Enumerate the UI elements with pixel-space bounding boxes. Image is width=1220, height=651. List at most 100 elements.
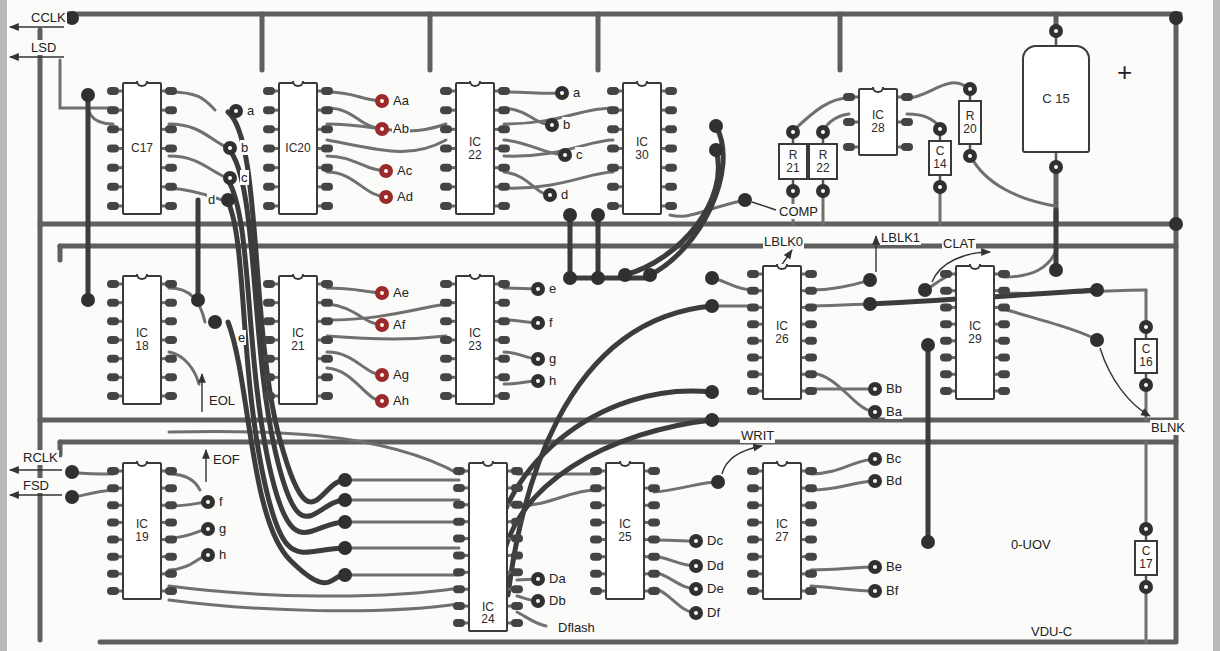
lead-pad <box>816 125 830 139</box>
track <box>811 373 876 412</box>
pin1-notch <box>469 274 481 280</box>
drill-hole <box>384 195 388 199</box>
track <box>327 140 446 152</box>
ic-pin-pad <box>107 87 119 95</box>
signal-arrow <box>10 494 62 495</box>
ic-pin-pad <box>165 336 177 344</box>
signal-name: h <box>218 547 227 562</box>
ic-pin-pad <box>648 518 660 526</box>
ic-pin-pad <box>453 501 465 509</box>
ic-pin-pad <box>511 501 523 509</box>
ic-pin-pad <box>747 570 759 578</box>
pad <box>563 271 577 285</box>
edge-strip <box>1213 0 1220 651</box>
pad <box>738 193 752 207</box>
pad <box>705 413 719 427</box>
ic-pin-pad <box>107 484 119 492</box>
test-pad <box>868 560 882 574</box>
signal-name: b <box>562 117 571 132</box>
pin1-notch <box>292 81 304 87</box>
test-pad <box>689 534 703 548</box>
ic-pin-pad <box>511 568 523 576</box>
pad <box>1169 217 1183 231</box>
signal-name: f <box>218 494 224 509</box>
ic-pin-pad <box>321 202 333 210</box>
track <box>169 92 215 110</box>
rail <box>260 14 265 70</box>
ic-pin-pad <box>805 536 817 544</box>
track <box>811 459 876 474</box>
ic-pin-pad <box>590 501 602 509</box>
track <box>169 600 459 611</box>
signal-name: Bb <box>885 381 903 396</box>
electrolytic-capacitor: C 15 <box>1022 45 1090 153</box>
pad <box>921 338 935 352</box>
drill-hole <box>873 387 877 391</box>
ic-pin-pad <box>165 570 177 578</box>
capacitor-body: C 17 <box>1134 540 1158 576</box>
ic-pin-pad <box>747 370 759 378</box>
pad <box>918 283 932 297</box>
track <box>504 172 613 188</box>
signal-name: LBLK1 <box>880 230 921 245</box>
test-pad <box>868 382 882 396</box>
ic-pin-pad <box>805 467 817 475</box>
drill-hole <box>694 611 698 615</box>
ic-pin-pad <box>165 518 177 526</box>
signal-arrow <box>10 56 64 57</box>
ic-pin-pad <box>665 202 677 210</box>
ic-pin-pad <box>511 619 523 627</box>
test-pad <box>375 286 389 300</box>
track <box>169 586 459 596</box>
part-label: C 16 <box>1139 343 1152 368</box>
test-pad <box>375 122 389 136</box>
drill-hole <box>873 479 877 483</box>
lead-pad <box>963 149 977 163</box>
ic-pin-pad <box>805 354 817 362</box>
track <box>1004 309 1097 340</box>
ic-pin-pad <box>165 87 177 95</box>
pin1-notch <box>136 274 148 280</box>
drill-hole <box>1144 585 1148 589</box>
ic-pin-pad <box>747 387 759 395</box>
part-label: C 14 <box>933 145 946 170</box>
ic-pin-pad <box>165 183 177 191</box>
ic-pin-pad <box>607 202 619 210</box>
signal-name: Ac <box>396 163 413 178</box>
ic-pin-pad <box>607 87 619 95</box>
ic-pin-pad <box>321 87 333 95</box>
signal-name: c <box>575 147 584 162</box>
drill-hole <box>873 565 877 569</box>
ic-pin-pad <box>107 355 119 363</box>
ic-pin-pad <box>648 570 660 578</box>
ic-pin-pad <box>940 337 952 345</box>
signal-name: h <box>548 373 557 388</box>
ic-pin-pad <box>940 320 952 328</box>
signal-name: f <box>548 315 554 330</box>
signal-name: Df <box>706 605 721 620</box>
ic-pin-pad <box>440 87 452 95</box>
lead-pad <box>786 125 800 139</box>
test-pad <box>223 171 237 185</box>
ic-pin-pad <box>498 373 510 381</box>
pin1-notch <box>136 81 148 87</box>
ic-pin-pad <box>805 287 817 295</box>
test-pad <box>868 405 882 419</box>
ic-pin-pad <box>590 587 602 595</box>
ic-pin-pad <box>321 317 333 325</box>
ic-pin-pad <box>607 125 619 133</box>
rail <box>60 12 1180 17</box>
ic-pin-pad <box>665 87 677 95</box>
ic-pin-pad <box>940 387 952 395</box>
part-label: IC 22 <box>468 136 481 161</box>
ic-pin-pad <box>498 336 510 344</box>
pin1-notch <box>292 274 304 280</box>
test-pad <box>689 582 703 596</box>
ic-pin-pad <box>321 106 333 114</box>
rail <box>40 418 1176 423</box>
test-pad <box>545 118 559 132</box>
drill-hole <box>938 185 942 189</box>
part-label: IC 18 <box>135 327 148 352</box>
pin1-notch <box>619 461 631 467</box>
ic-pin-pad <box>165 164 177 172</box>
